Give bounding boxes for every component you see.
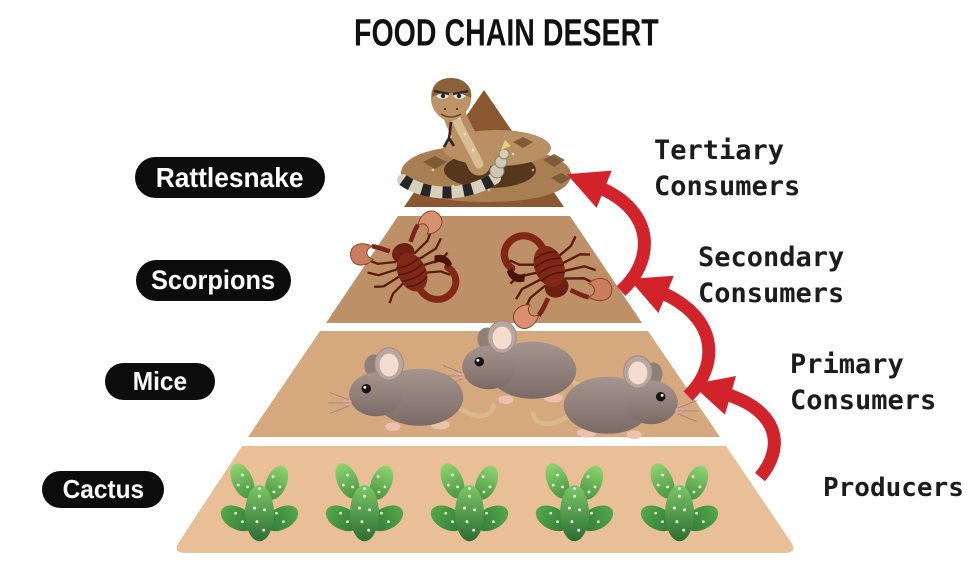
trophic-label-primary-consumers: Primary Consumers bbox=[790, 349, 937, 416]
trophic-label-secondary-consumers: Secondary Consumers bbox=[698, 242, 845, 309]
pyramid-level-scorpions bbox=[326, 216, 642, 323]
diagram-title-text: FOOD CHAIN DESERT bbox=[354, 12, 659, 55]
level-label-rattlesnake-text: Rattlesnake bbox=[156, 161, 304, 193]
level-label-cactus-text: Cactus bbox=[62, 474, 144, 504]
diagram-title: FOOD CHAIN DESERT bbox=[0, 12, 971, 55]
level-label-mice-text: Mice bbox=[132, 366, 188, 396]
level-label-scorpions: Scorpions bbox=[136, 260, 291, 301]
arrow-to-primary-level bbox=[691, 376, 781, 482]
rattlesnake-illustration bbox=[397, 78, 572, 202]
level-label-cactus: Cactus bbox=[42, 471, 164, 508]
trophic-label-producers: Producers bbox=[823, 473, 964, 503]
level-label-mice: Mice bbox=[105, 363, 215, 400]
trophic-label-tertiary-consumers: Tertiary Consumers bbox=[654, 135, 801, 202]
level-label-scorpions-text: Scorpions bbox=[151, 265, 276, 295]
pyramid-level-cactus bbox=[176, 446, 794, 553]
level-label-rattlesnake: Rattlesnake bbox=[135, 157, 325, 198]
